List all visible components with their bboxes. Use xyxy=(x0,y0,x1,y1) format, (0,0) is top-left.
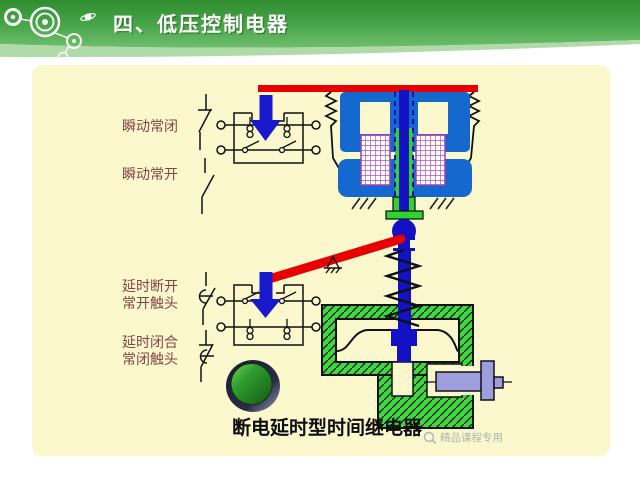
fixed-support-bar xyxy=(258,85,478,92)
page-title: 四、低压控制电器 xyxy=(113,12,289,36)
plunger-rod xyxy=(399,90,409,226)
contact-block-delayed xyxy=(216,284,321,346)
core-window-left xyxy=(360,102,390,134)
label-delay-open-line1: 延时断开 xyxy=(122,278,178,294)
watermark-text: 精品课程专用 xyxy=(440,431,503,444)
right-spring xyxy=(457,91,482,181)
contact-symbols xyxy=(198,94,216,382)
coil-right xyxy=(415,134,446,186)
label-instant-nc: 瞬动常闭 xyxy=(122,118,178,134)
arrow-bottom-head xyxy=(250,299,281,318)
comet-icon xyxy=(80,13,96,21)
screw-tip xyxy=(493,376,504,389)
symbol-delay-open-no xyxy=(198,272,216,325)
green-flange xyxy=(385,210,424,220)
label-delay-close-line1: 延时闭合 xyxy=(122,334,178,350)
symbol-delay-close-nc xyxy=(199,330,214,382)
symbol-instant-nc xyxy=(198,94,212,150)
watermark: 精品课程专用 xyxy=(423,431,503,445)
core-window-right xyxy=(418,102,448,134)
label-delay-open-line2: 常开触头 xyxy=(122,295,178,311)
knob-notch-right xyxy=(410,240,415,248)
magnifier-icon xyxy=(423,431,437,445)
left-spring xyxy=(323,91,349,185)
screw-body xyxy=(435,371,483,392)
button-face xyxy=(230,363,273,405)
green-button xyxy=(226,360,280,412)
arrow-top-shaft xyxy=(259,95,273,120)
arrow-bottom-shaft xyxy=(259,272,273,299)
suspension-springs xyxy=(323,91,482,185)
label-delay-close-line2: 常闭触头 xyxy=(122,351,178,367)
red-lever xyxy=(264,234,406,284)
coil-left xyxy=(360,134,391,186)
adjustment-screw xyxy=(424,360,512,401)
gears-decoration-icon xyxy=(4,6,96,63)
header-green-band xyxy=(0,0,640,48)
piston-stem xyxy=(397,346,411,362)
page-title-shadow: 四、低压控制电器 xyxy=(115,14,291,38)
ground-hatch-marks xyxy=(351,197,455,210)
diagram-caption: 断电延时型时间继电器 xyxy=(232,416,423,439)
arrow-top-head xyxy=(250,120,281,141)
return-spring xyxy=(382,248,424,328)
header-band: 四、低压控制电器 四、低压控制电器 xyxy=(0,0,640,63)
block-a-outline xyxy=(233,112,304,164)
piston-head xyxy=(391,329,417,346)
air-passage xyxy=(391,361,414,397)
block-b-outline xyxy=(233,284,304,346)
actuation-arrows xyxy=(250,95,281,318)
header-light-curve xyxy=(0,40,640,58)
label-instant-no: 瞬动常开 xyxy=(122,166,178,182)
lever-pivot xyxy=(324,255,342,274)
screw-head xyxy=(480,360,495,401)
symbol-instant-no xyxy=(201,158,215,214)
electromagnet xyxy=(338,90,472,251)
